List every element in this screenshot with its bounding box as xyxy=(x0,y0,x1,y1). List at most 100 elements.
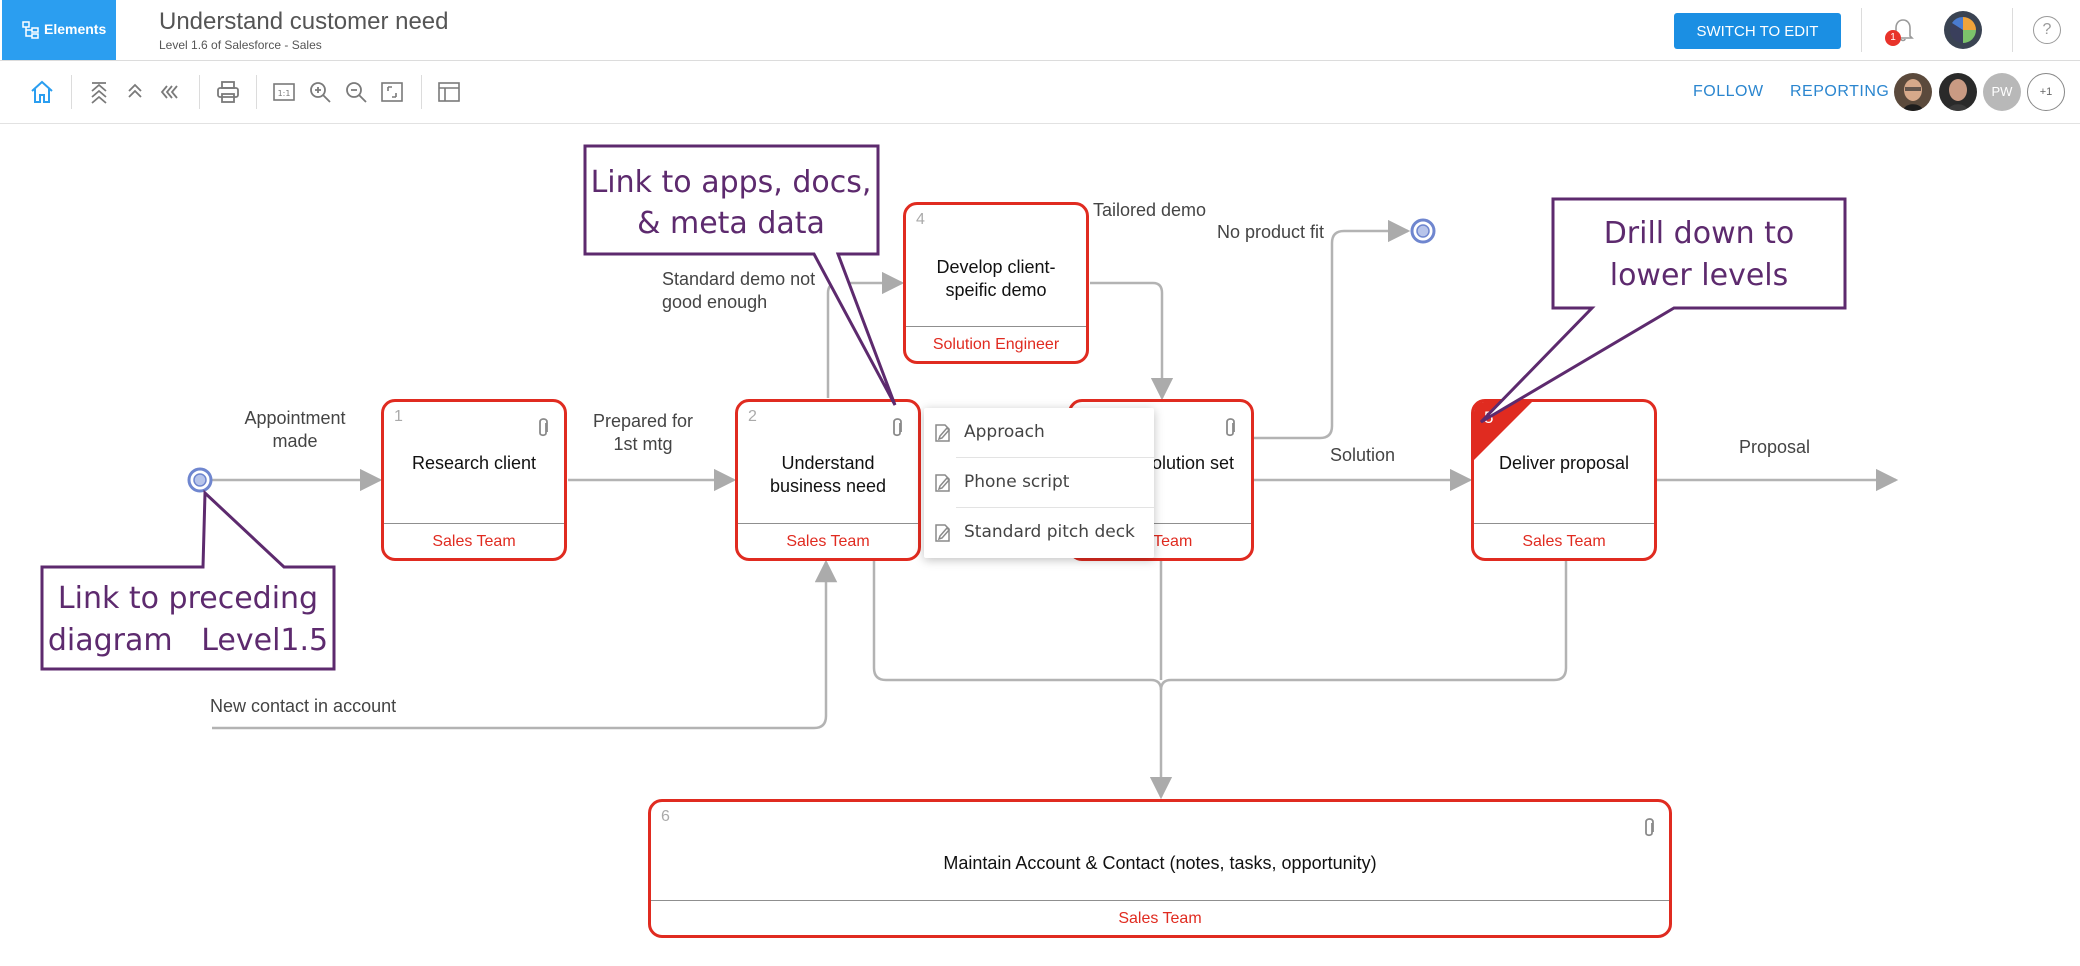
attachment-label: Standard pitch deck xyxy=(964,522,1135,542)
zoom-in-icon[interactable] xyxy=(307,79,333,105)
activity-number: 6 xyxy=(661,808,670,825)
attachment-item[interactable]: Phone script xyxy=(924,458,1154,508)
callout-text: Drill down to xyxy=(1604,216,1795,251)
bell-icon[interactable] xyxy=(1887,14,1919,46)
activity-divider xyxy=(906,326,1086,327)
switch-to-edit-button[interactable]: SWITCH TO EDIT xyxy=(1674,13,1841,49)
logo-text: Elements xyxy=(44,21,107,37)
panel-toggle-icon[interactable] xyxy=(436,79,462,105)
flow-label-proposal: Proposal xyxy=(1739,437,1811,457)
activity-develop-client-demo[interactable]: 4 Develop client-speific demo Solution E… xyxy=(903,202,1089,364)
activity-divider xyxy=(1474,523,1654,524)
connector xyxy=(212,559,838,730)
collaborator-avatar[interactable] xyxy=(1894,73,1932,111)
callout-text: Link to apps, docs, xyxy=(591,165,872,200)
activity-divider xyxy=(1071,523,1251,524)
activity-research-client[interactable]: 1 Research client Sales Team xyxy=(381,399,567,561)
collaborator-avatar[interactable] xyxy=(1939,73,1977,111)
page-subtitle[interactable]: Level 1.6 of Salesforce - Sales xyxy=(159,38,322,52)
paperclip-icon[interactable] xyxy=(534,416,552,440)
collaborator-initials[interactable]: PW xyxy=(1983,73,2021,111)
app-header: Elements Understand customer need Level … xyxy=(0,0,2080,61)
callout-text: Link to preceding xyxy=(58,581,318,616)
end-event-icon[interactable] xyxy=(1410,218,1436,244)
activity-role: Sales Team xyxy=(786,533,870,550)
flow-label-appointment: Appointment made xyxy=(244,408,346,451)
callout-drill-down xyxy=(1479,197,1847,424)
drill-down-indicator[interactable] xyxy=(1474,402,1532,460)
activity-title: Maintain Account & Contact (notes, tasks… xyxy=(943,853,1377,873)
flow-label-no-product-fit: No product fit xyxy=(1217,222,1325,242)
follow-link[interactable]: FOLLOW xyxy=(1693,83,1764,100)
callout-apps-docs xyxy=(583,144,897,406)
activity-divider xyxy=(738,523,918,524)
toolbar-divider xyxy=(256,75,257,109)
elements-logo[interactable]: Elements xyxy=(2,0,116,60)
popup-divider xyxy=(956,507,1154,508)
attachments-popup: Approach Phone script Standard pitch dec… xyxy=(924,408,1154,558)
activity-number: 1 xyxy=(394,408,403,425)
help-icon[interactable]: ? xyxy=(2033,16,2061,44)
actual-size-icon[interactable]: 1:1 xyxy=(271,79,297,105)
header-divider xyxy=(2012,8,2013,52)
activity-divider xyxy=(384,523,564,524)
attachment-label: Phone script xyxy=(964,472,1070,492)
callout-text: diagram Level1.5 xyxy=(48,623,328,658)
page-title: Understand customer need xyxy=(159,8,449,35)
activity-title: Deliver proposal xyxy=(1498,453,1630,473)
flow-label-prepared: Prepared for 1st mtg xyxy=(592,411,694,454)
activity-maintain-account[interactable]: 6 Maintain Account & Contact (notes, tas… xyxy=(648,799,1672,938)
fit-to-screen-icon[interactable] xyxy=(379,79,405,105)
notification-badge: 1 xyxy=(1885,30,1901,46)
activity-title: Develop client-speific demo xyxy=(936,257,1056,300)
callout-text: lower levels xyxy=(1610,258,1789,293)
callout-text: & meta data xyxy=(637,206,825,241)
start-event-icon[interactable] xyxy=(187,467,213,493)
toolbar-divider xyxy=(199,75,200,109)
connector xyxy=(1159,560,1568,691)
activity-deliver-proposal[interactable]: 5 Deliver proposal Sales Team xyxy=(1471,399,1657,561)
header-divider xyxy=(1861,8,1862,52)
home-icon[interactable] xyxy=(29,79,55,105)
attachment-label: Approach xyxy=(964,422,1045,442)
print-icon[interactable] xyxy=(215,79,241,105)
paperclip-icon[interactable] xyxy=(1221,416,1239,440)
back-icon[interactable] xyxy=(157,79,183,105)
document-edit-icon xyxy=(933,422,953,444)
flow-label-solution: Solution xyxy=(1330,445,1396,465)
attachment-item[interactable]: Standard pitch deck xyxy=(924,508,1154,558)
flow-label-new-contact: New contact in account xyxy=(210,696,397,716)
level-up-icon[interactable] xyxy=(122,79,148,105)
more-collaborators[interactable]: +1 xyxy=(2027,73,2065,111)
activity-divider xyxy=(651,900,1669,901)
activity-title: solution set xyxy=(1143,453,1235,473)
popup-divider xyxy=(956,457,1154,458)
activity-title: Research client xyxy=(411,453,537,473)
paperclip-icon[interactable] xyxy=(1640,816,1658,840)
activity-number: 4 xyxy=(916,211,925,228)
flow-label-tailored-demo: Tailored demo xyxy=(1093,200,1207,220)
paperclip-icon[interactable] xyxy=(888,416,906,440)
activity-role: Sales Team xyxy=(1118,910,1202,927)
reporting-link[interactable]: REPORTING xyxy=(1790,83,1890,100)
document-edit-icon xyxy=(933,522,953,544)
toolbar: 1:1 FOLLOW REPORTING PW +1 xyxy=(0,61,2080,124)
user-avatar[interactable] xyxy=(1944,11,1982,49)
activity-number: 2 xyxy=(748,408,757,425)
toolbar-divider xyxy=(71,75,72,109)
connector xyxy=(1254,219,1411,440)
activity-understand-business-need[interactable]: 2 Understand business need Sales Team xyxy=(735,399,921,561)
hierarchy-icon xyxy=(22,21,40,42)
activity-role: Solution Engineer xyxy=(932,336,1060,353)
connector xyxy=(1090,281,1174,401)
flow-label-standard-demo: Standard demo not good enough xyxy=(662,269,816,312)
svg-text:1:1: 1:1 xyxy=(278,89,291,98)
zoom-out-icon[interactable] xyxy=(343,79,369,105)
level-top-icon[interactable] xyxy=(86,79,112,105)
document-edit-icon xyxy=(933,472,953,494)
attachment-item[interactable]: Approach xyxy=(924,408,1154,458)
activity-role: Sales Team xyxy=(1522,533,1606,550)
activity-title: Understand business need xyxy=(769,453,887,496)
